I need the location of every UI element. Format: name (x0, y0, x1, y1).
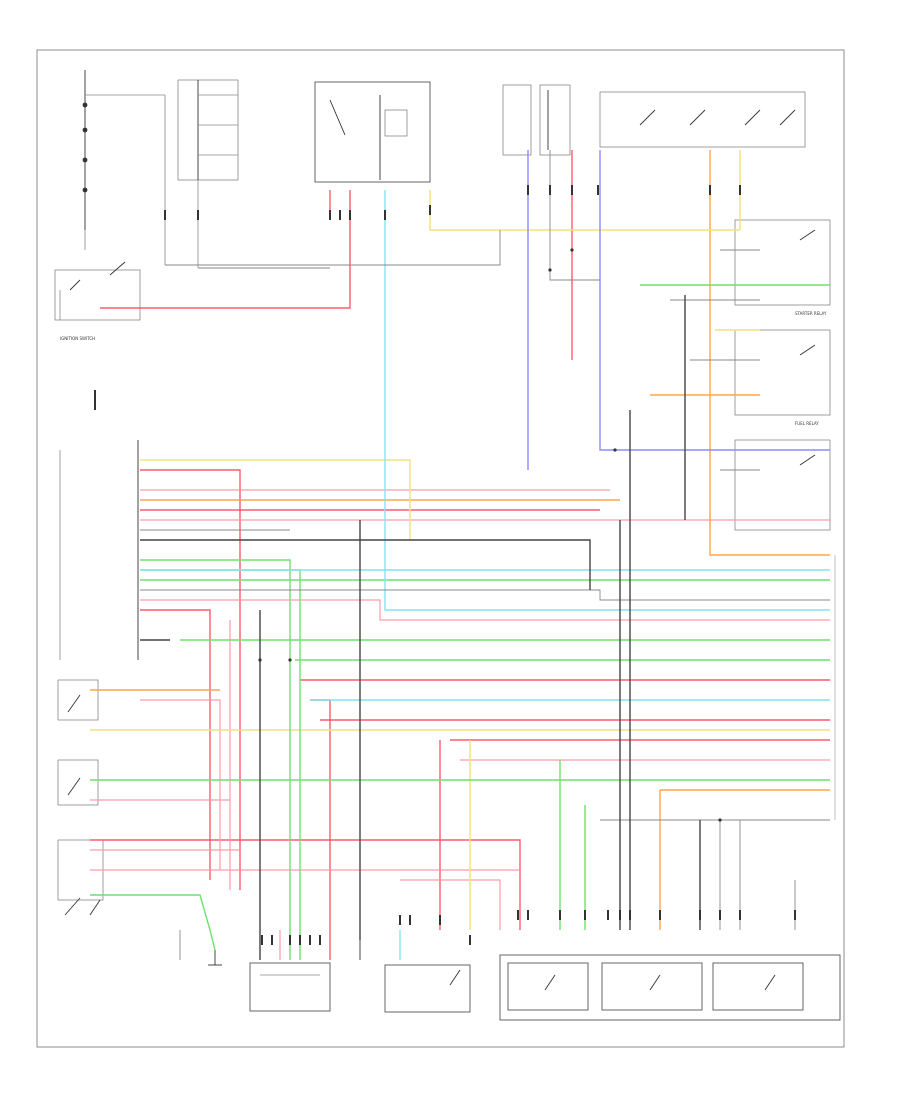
neutral-switch (57, 679, 99, 721)
fuel-relay-label: FUEL RELAY (795, 421, 819, 426)
starter-relay-label: STARTER RELAY (795, 311, 827, 316)
fuse-block (177, 79, 239, 268)
diagram-border (36, 49, 845, 1048)
wires-green (90, 284, 830, 960)
svg-text:IGNITION SWITCH: IGNITION SWITCH (60, 336, 95, 341)
lower-relay-bank (499, 954, 841, 1021)
clutch-switch-lower (384, 964, 471, 1013)
wires-red (90, 150, 830, 960)
starter-relay: STARTER RELAY (734, 219, 831, 316)
combination-meter (249, 962, 331, 1012)
wires-pink (90, 489, 830, 960)
connector-pins (94, 185, 796, 945)
fuse-pair (502, 84, 571, 156)
clutch-switch (57, 759, 99, 806)
battery-column (82, 70, 166, 265)
wires-yellow (90, 150, 830, 930)
third-relay (734, 439, 831, 531)
pcm-connector (59, 440, 139, 660)
fuel-relay: FUEL RELAY (734, 329, 831, 426)
clutch-interlock-relay (57, 839, 104, 916)
junction-dots (258, 248, 722, 822)
top-right-switch-assembly (599, 91, 806, 148)
wires-blue (527, 150, 830, 470)
ignition-switch: IGNITION SWITCH (54, 261, 141, 341)
main-relay-box (314, 81, 431, 183)
wires-cyan (140, 190, 830, 960)
ground-symbol (208, 935, 361, 966)
wires-dark (140, 295, 701, 960)
